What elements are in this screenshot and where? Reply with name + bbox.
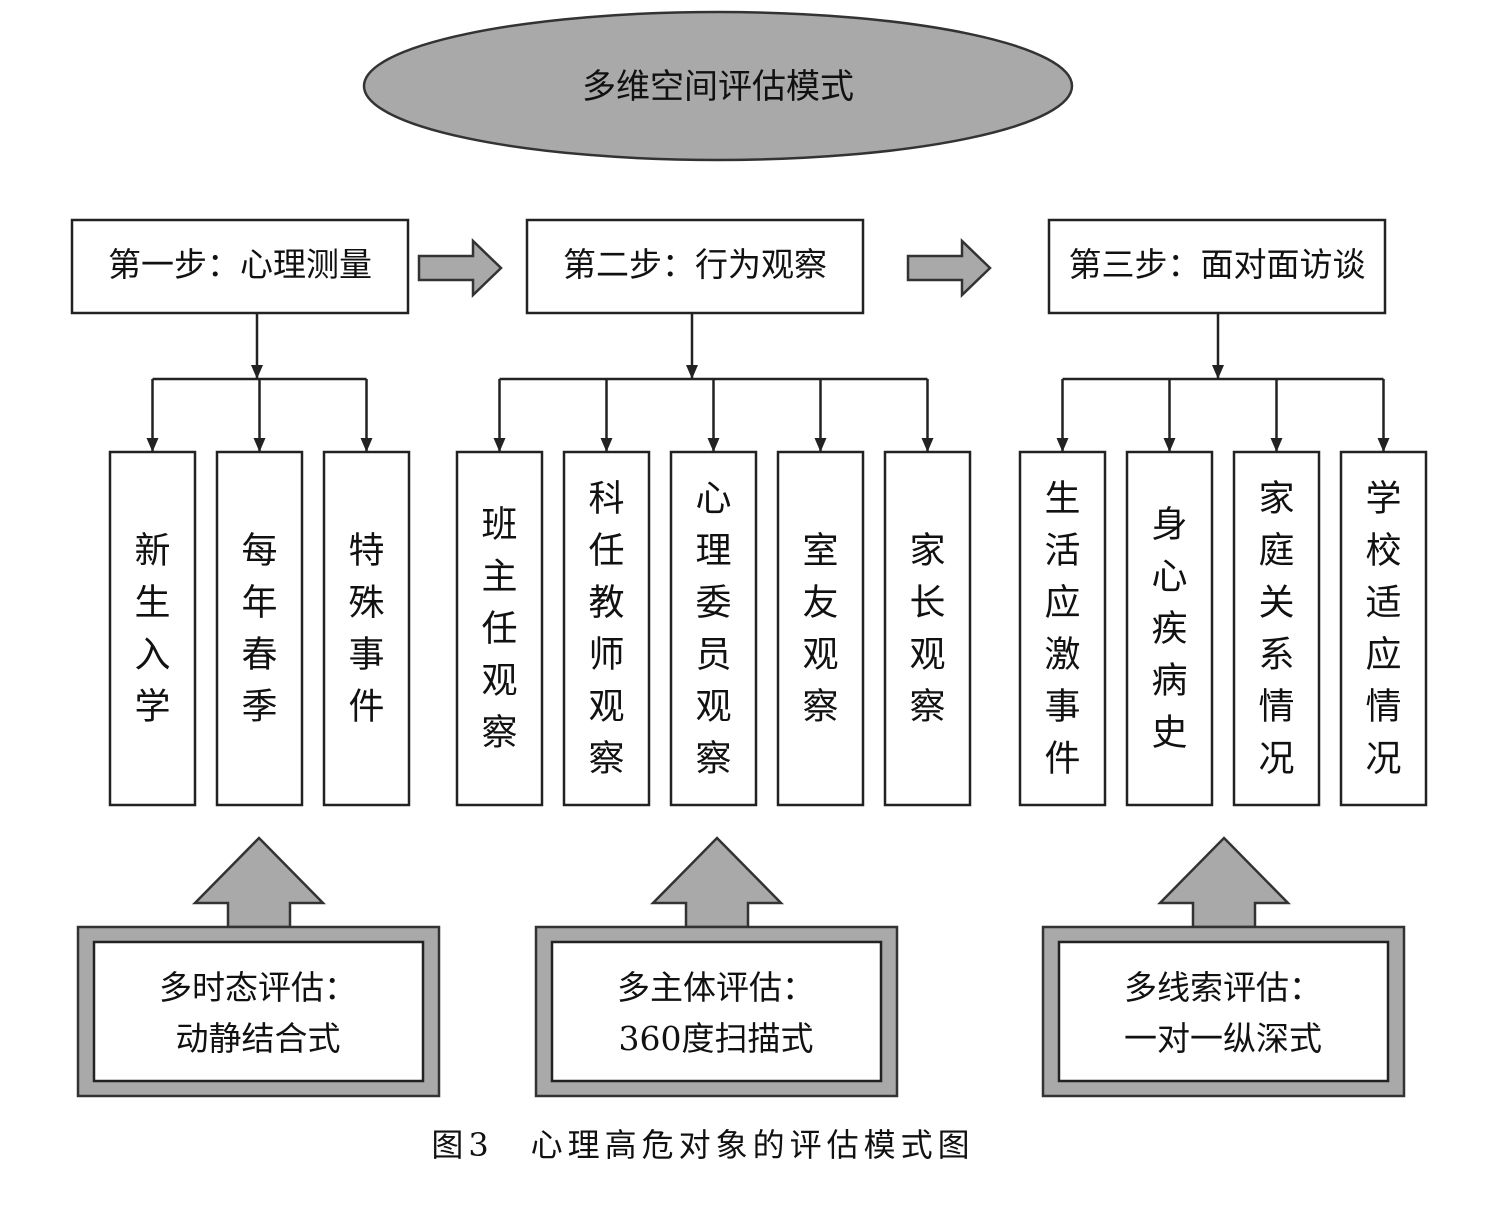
item-label: 每年春季: [241, 531, 277, 728]
step2-item-1: 班主任观察: [455, 450, 544, 807]
step3-branch-arrowhead: [1270, 438, 1283, 452]
item-box: [1018, 450, 1107, 807]
item-box: [669, 450, 758, 807]
step1-branch-arrowhead: [360, 438, 373, 452]
step2-item-5: 家长观察: [883, 450, 972, 807]
step2-branch-arrowhead: [707, 438, 720, 452]
step3-branch-arrowhead: [1377, 438, 1390, 452]
diagram-title: 多维空间评估模式: [582, 67, 854, 107]
step3-trunk-arrowhead: [1212, 365, 1224, 379]
step2-label: 第二步：行为观察: [563, 245, 827, 284]
summary-block-3: 多线索评估： 一对一纵深式: [1041, 836, 1406, 1098]
step1-branch-arrowhead: [146, 438, 159, 452]
step2-item-3: 心理委员观察: [669, 450, 758, 807]
summary2-line1: 多主体评估：: [617, 968, 815, 1007]
item-box: [1125, 450, 1214, 807]
summary1-box: [92, 940, 425, 1083]
summary1-line1: 多时态评估：: [159, 968, 357, 1007]
item-label: 室友观察: [802, 531, 838, 728]
summary3-up-arrow: [1157, 836, 1291, 929]
item-label: 班主任观察: [481, 505, 517, 754]
summary3-line1: 多线索评估：: [1124, 968, 1322, 1007]
step1-to-step2-arrow: [417, 238, 503, 298]
item-label: 特殊事件: [348, 531, 384, 728]
item-label: 家庭关系情况: [1258, 479, 1294, 780]
step2-branch-arrowhead: [921, 438, 934, 452]
step3-item-2: 身心疾病史: [1125, 450, 1214, 807]
title-ellipse: [362, 10, 1074, 162]
step2-item-4: 室友观察: [776, 450, 865, 807]
summary-block-1: 多时态评估： 动静结合式: [76, 836, 441, 1098]
step3-label: 第三步：面对面访谈: [1069, 245, 1366, 284]
step1-item-2: 每年春季: [215, 450, 304, 807]
item-label: 科任教师观察: [588, 479, 624, 780]
item-box: [1232, 450, 1321, 807]
item-label: 身心疾病史: [1151, 505, 1187, 754]
summary3-box: [1057, 940, 1390, 1083]
item-box: [562, 450, 651, 807]
summary2-box: [550, 940, 883, 1083]
step1-branch-arrowhead: [253, 438, 266, 452]
step3-branch-arrowhead: [1056, 438, 1069, 452]
item-box: [455, 450, 544, 807]
item-box: [322, 450, 411, 807]
item-box: [108, 450, 197, 807]
step2-branch-arrowhead: [493, 438, 506, 452]
summary1-up-arrow: [192, 836, 326, 929]
item-box: [1339, 450, 1428, 807]
step1-box: [70, 218, 410, 315]
item-box: [883, 450, 972, 807]
step2-branch-arrowhead: [814, 438, 827, 452]
step3-box: [1047, 218, 1387, 315]
step2-branch-arrowhead: [600, 438, 613, 452]
item-label: 新生入学: [134, 531, 170, 728]
summary2-line2: 360度扫描式: [619, 1019, 814, 1058]
summary-block-2: 多主体评估： 360度扫描式: [534, 836, 899, 1098]
step2-item-2: 科任教师观察: [562, 450, 651, 807]
summary3-line2: 一对一纵深式: [1124, 1019, 1322, 1058]
step3-item-3: 家庭关系情况: [1232, 450, 1321, 807]
summary2-up-arrow: [650, 836, 784, 929]
step3-item-1: 生活应激事件: [1018, 450, 1107, 807]
tree-connectors: [146, 313, 1390, 452]
item-label: 生活应激事件: [1044, 479, 1080, 780]
step3-branch-arrowhead: [1163, 438, 1176, 452]
step3-item-4: 学校适应情况: [1339, 450, 1428, 807]
item-box: [776, 450, 865, 807]
step1-item-3: 特殊事件: [322, 450, 411, 807]
step2-trunk-arrowhead: [686, 365, 698, 379]
item-label: 心理委员观察: [695, 479, 731, 780]
summary1-line2: 动静结合式: [176, 1019, 341, 1058]
step1-item-1: 新生入学: [108, 450, 197, 807]
item-label: 家长观察: [909, 531, 945, 728]
item-box: [215, 450, 304, 807]
step2-to-step3-arrow: [906, 238, 992, 298]
sub-item-boxes: 新生入学 每年春季 特殊事件 班主任观察 科任教师观察 心理委员观察 室友观察 家长观察 生活应…: [108, 450, 1428, 807]
step1-label: 第一步：心理测量: [108, 245, 372, 284]
step2-box: [525, 218, 865, 315]
step1-trunk-arrowhead: [251, 365, 263, 379]
figure-caption: 图3 心理高危对象的评估模式图: [431, 1126, 974, 1164]
item-label: 学校适应情况: [1365, 479, 1401, 780]
